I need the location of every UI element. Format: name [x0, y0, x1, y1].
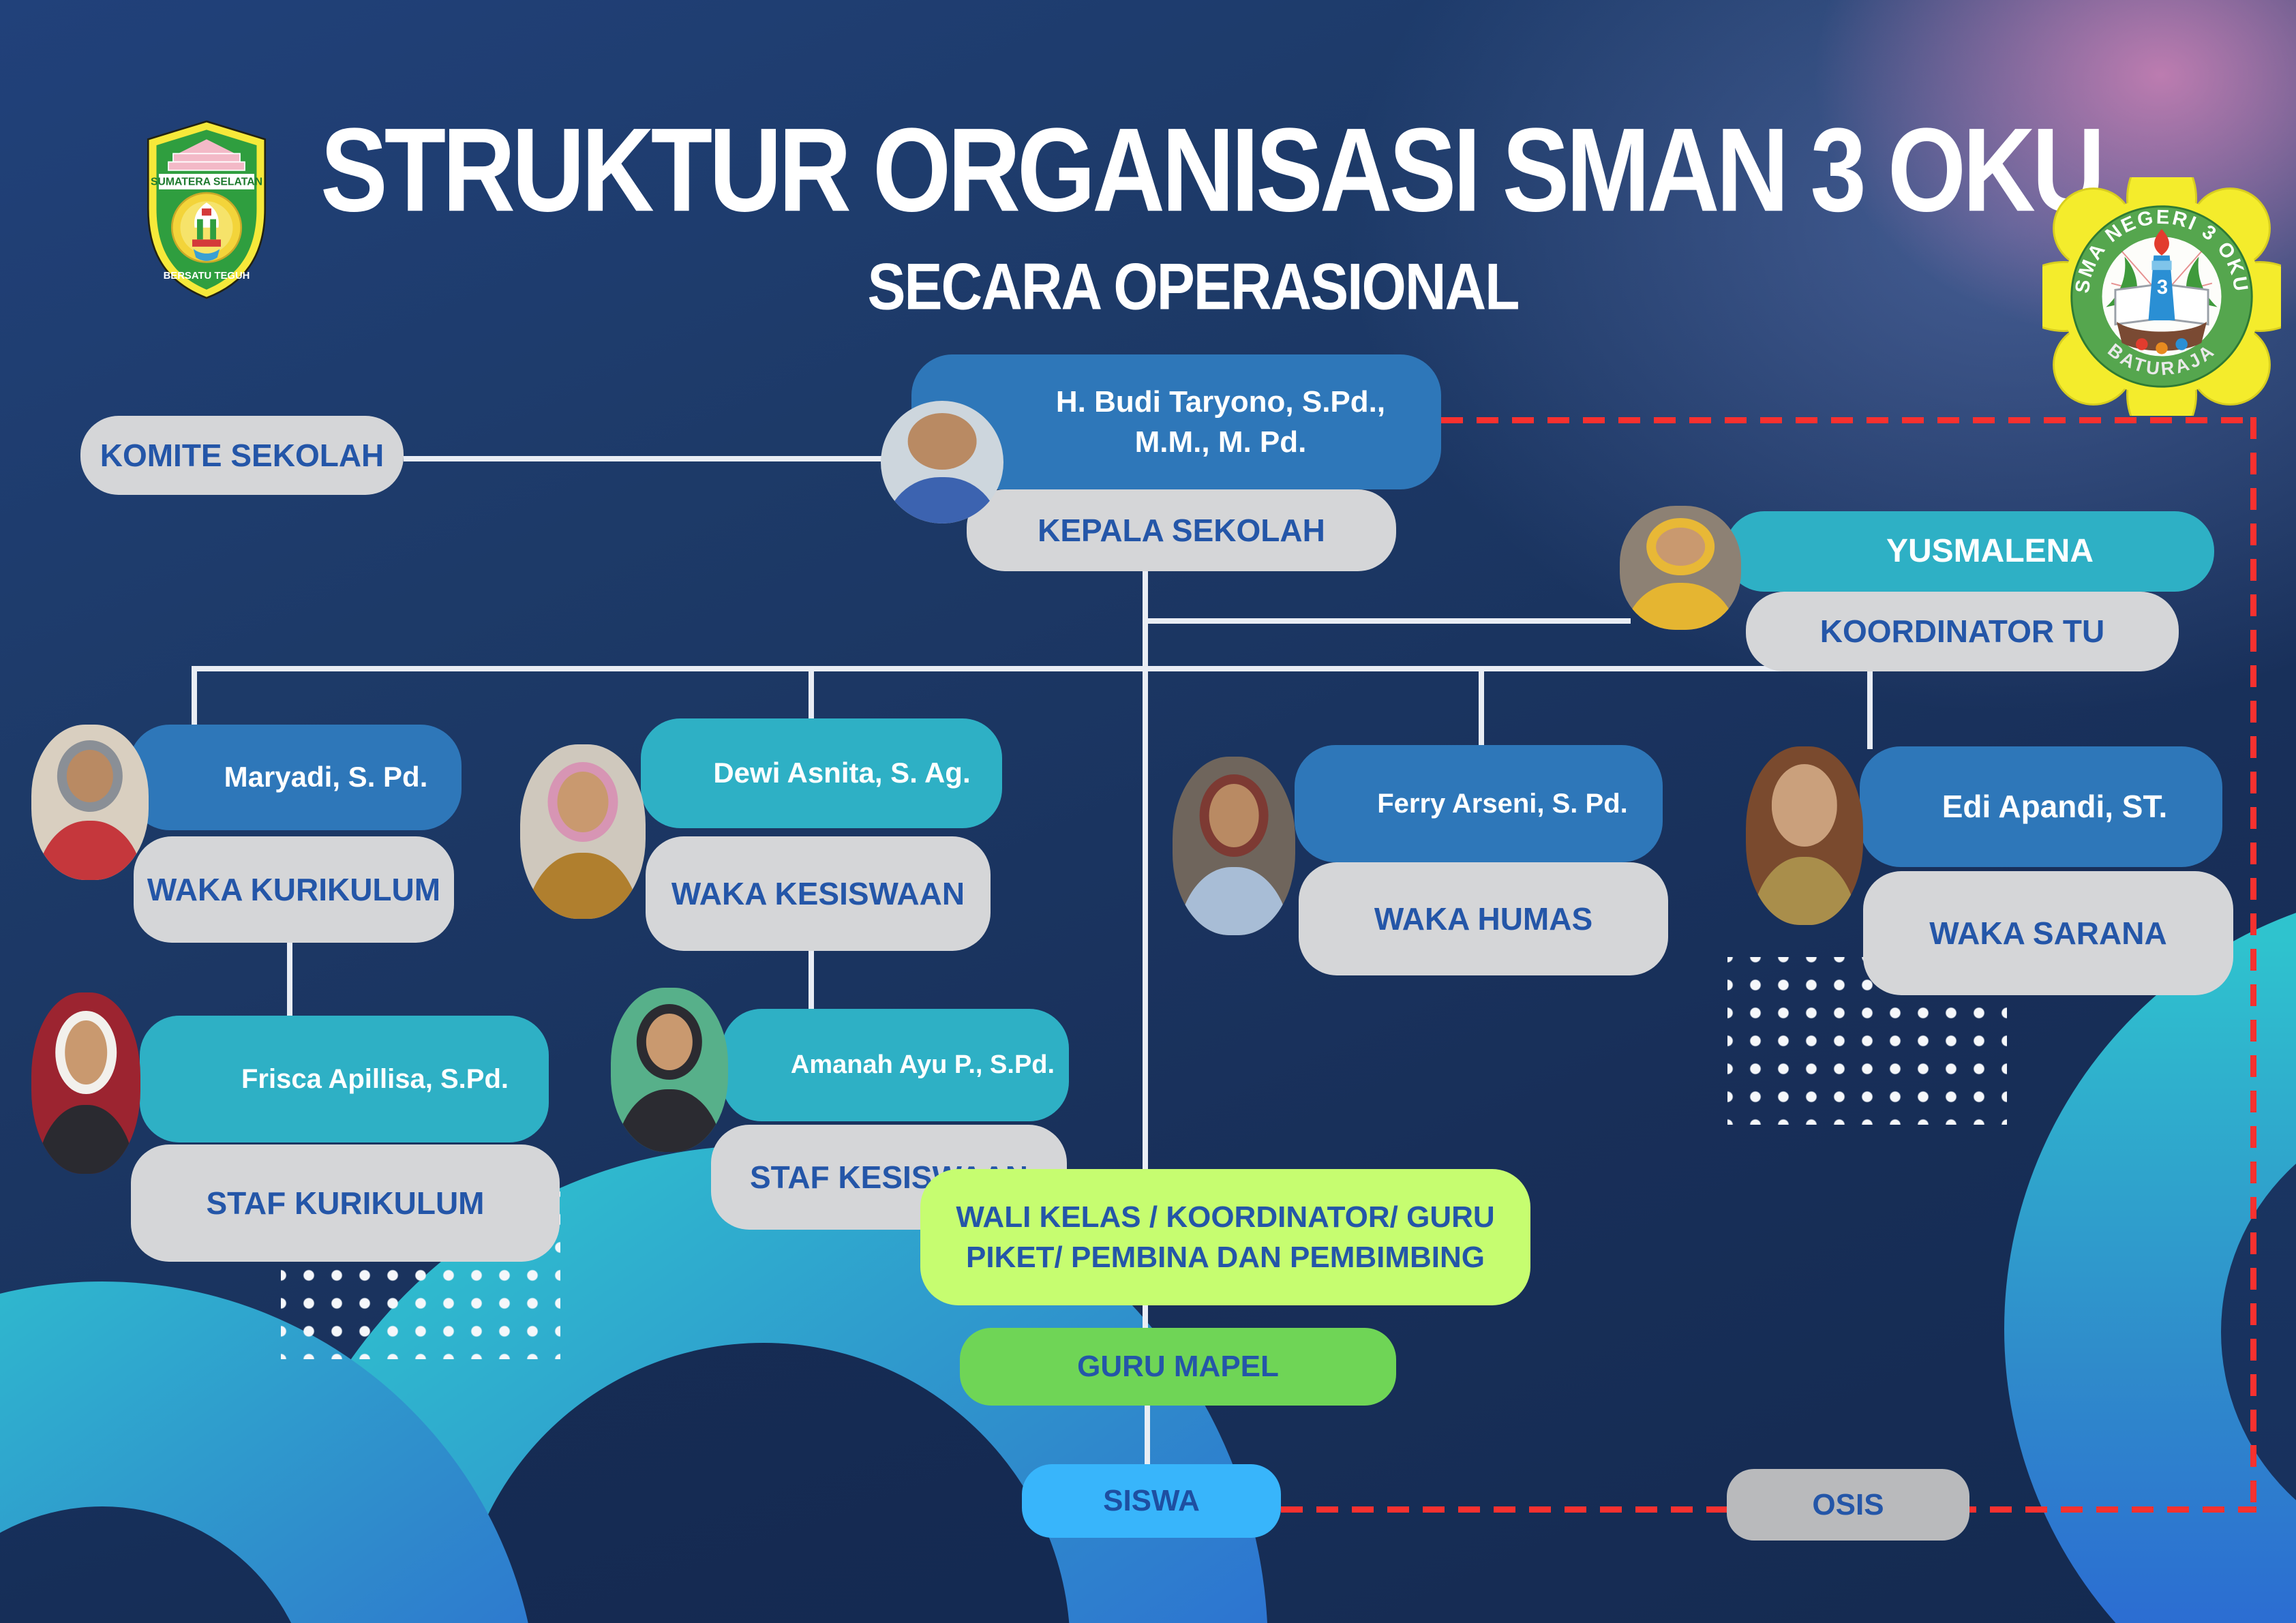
waka-kesiswaan-photo — [520, 744, 646, 919]
connector-distribution-bar — [192, 666, 1873, 671]
tu-role-label: KOORDINATOR TU — [1819, 613, 2105, 650]
tu-name-label: YUSMALENA — [1886, 532, 2094, 569]
staf-kesiswaan-name-label: Amanah Ayu P., S.Pd. — [790, 1050, 1055, 1079]
waka-kurikulum-photo — [31, 725, 149, 880]
waka-kurikulum-role-label: WAKA KURIKULUM — [147, 871, 441, 907]
node-staf-kurikulum-name: Frisca Apillisa, S.Pd. — [140, 1016, 549, 1142]
page-title: STRUKTUR ORGANISASI SMAN 3 OKU — [320, 104, 2105, 237]
node-staf-kurikulum-role: STAF KURIKULUM — [131, 1144, 560, 1262]
crest-roof-icon — [168, 139, 245, 171]
guru-mapel-label: GURU MAPEL — [1077, 1350, 1279, 1384]
siswa-label: SISWA — [1103, 1484, 1200, 1518]
node-waka-kesiswaan-name: Dewi Asnita, S. Ag. — [641, 718, 1002, 828]
node-waka-kurikulum-role: WAKA KURIKULUM — [134, 836, 454, 943]
staf-kurikulum-photo — [31, 992, 140, 1174]
waka-sarana-photo — [1746, 746, 1863, 925]
node-tu-role: KOORDINATOR TU — [1746, 592, 2179, 671]
node-waka-sarana-name: Edi Apandi, ST. — [1860, 746, 2222, 867]
waka-humas-role-label: WAKA HUMAS — [1374, 900, 1593, 937]
crest-region-label: SUMATERA SELATAN — [151, 177, 262, 188]
waka-humas-name-label: Ferry Arseni, S. Pd. — [1377, 789, 1628, 819]
waka-sarana-role-label: WAKA SARANA — [1929, 915, 2167, 951]
crest-flower-icon — [170, 192, 243, 263]
node-kepala-role: KEPALA SEKOLAH — [967, 489, 1396, 571]
connector-drop-waka-humas — [1479, 666, 1484, 748]
connector-guru-siswa — [1145, 1406, 1150, 1467]
red-dashed-right — [2250, 417, 2256, 1513]
node-waka-kurikulum-name: Maryadi, S. Pd. — [129, 725, 462, 830]
komite-label: KOMITE SEKOLAH — [100, 437, 384, 473]
sumatera-selatan-crest-logo: SUMATERA SELATAN BERSATU TEGUH — [147, 120, 267, 299]
header: STRUKTUR ORGANISASI SMAN 3 OKU SECARA OP… — [320, 102, 2105, 323]
logo-torch-number: 3 — [2157, 277, 2168, 299]
osis-label: OSIS — [1812, 1487, 1884, 1521]
kepala-name-label: H. Budi Taryono, S.Pd., M.M., M. Pd. — [1055, 384, 1386, 459]
staf-kesiswaan-photo — [611, 988, 728, 1152]
connector-komite-kepala — [404, 456, 913, 461]
sman3-oku-school-logo: SMA NEGERI 3 OKU BATURAJA 3 — [2042, 177, 2281, 416]
waka-sarana-name-label: Edi Apandi, ST. — [1942, 789, 2168, 825]
connector-kesiswaan-staf — [809, 951, 814, 1012]
node-waka-sarana-role: WAKA SARANA — [1863, 871, 2233, 995]
wali-kelas-label: WALI KELAS / KOORDINATOR/ GURU PIKET/ PE… — [956, 1200, 1495, 1274]
node-waka-kesiswaan-role: WAKA KESISWAAN — [646, 836, 991, 951]
connector-kepala-tu — [1145, 618, 1631, 624]
node-waka-humas-role: WAKA HUMAS — [1299, 862, 1668, 975]
connector-drop-waka-kurikulum — [192, 666, 197, 727]
page-subtitle: SECARA OPERASIONAL — [867, 249, 1520, 323]
staf-kurikulum-role-label: STAF KURIKULUM — [206, 1185, 485, 1221]
tu-photo — [1620, 506, 1741, 630]
connector-kurikulum-staf — [287, 943, 292, 1018]
node-staf-kesiswaan-name: Amanah Ayu P., S.Pd. — [722, 1009, 1069, 1121]
node-tu-name: YUSMALENA — [1725, 511, 2214, 592]
staf-kurikulum-name-label: Frisca Apillisa, S.Pd. — [241, 1064, 509, 1094]
crest-motto-label: BERSATU TEGUH — [164, 271, 250, 282]
kepala-photo — [881, 401, 1003, 524]
node-guru-mapel: GURU MAPEL — [960, 1328, 1396, 1406]
connector-drop-waka-kesiswaan — [809, 666, 814, 721]
node-komite-sekolah: KOMITE SEKOLAH — [80, 416, 404, 495]
kepala-role-label: KEPALA SEKOLAH — [1038, 512, 1325, 548]
red-dashed-top — [1441, 417, 2256, 423]
node-wali-kelas: WALI KELAS / KOORDINATOR/ GURU PIKET/ PE… — [920, 1169, 1530, 1305]
waka-kesiswaan-role-label: WAKA KESISWAAN — [671, 875, 965, 911]
waka-kesiswaan-name-label: Dewi Asnita, S. Ag. — [713, 757, 971, 789]
connector-wali-guru — [1143, 1303, 1148, 1331]
node-waka-humas-name: Ferry Arseni, S. Pd. — [1295, 745, 1663, 862]
connector-drop-waka-sarana — [1867, 666, 1873, 749]
node-siswa: SISWA — [1022, 1464, 1281, 1538]
waka-humas-photo — [1173, 757, 1295, 935]
logo-center-emblem-icon: 3 — [2106, 228, 2218, 354]
node-osis: OSIS — [1727, 1469, 1969, 1541]
connector-trunk-vertical — [1143, 571, 1148, 1169]
waka-kurikulum-name-label: Maryadi, S. Pd. — [224, 761, 428, 793]
